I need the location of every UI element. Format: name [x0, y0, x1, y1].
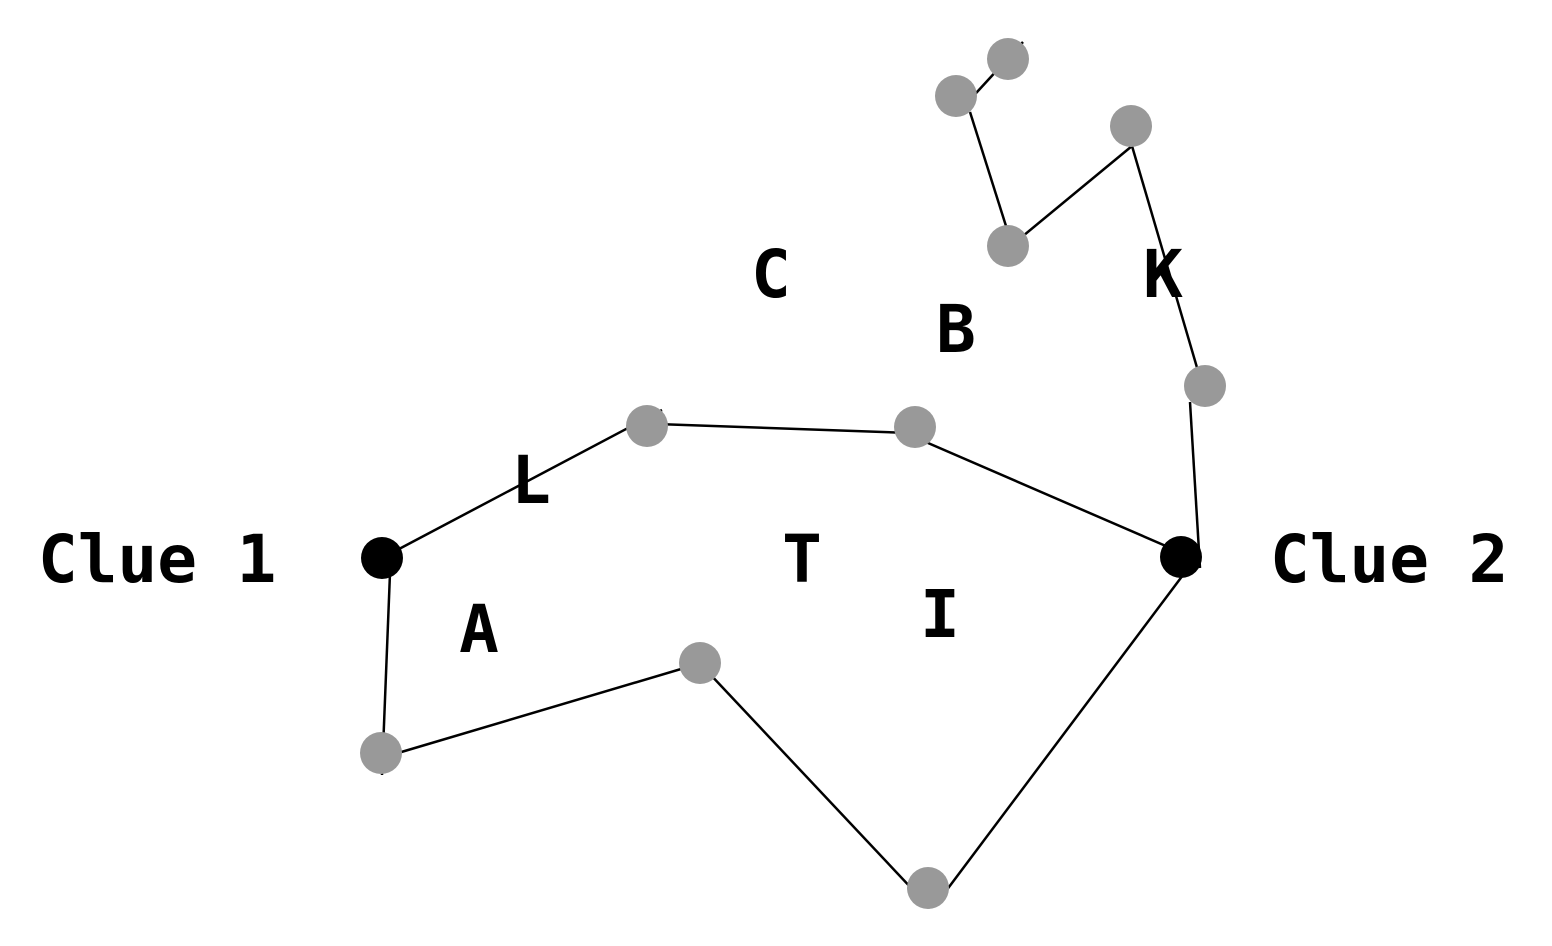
edge — [1011, 145, 1133, 246]
edge — [897, 428, 1183, 555]
letter-c: C — [751, 236, 791, 313]
edge — [1188, 401, 1202, 569]
edge — [627, 421, 911, 435]
edge — [942, 574, 1184, 896]
waypoint-node — [1184, 365, 1226, 407]
lower-path — [380, 572, 1184, 909]
edge — [381, 408, 663, 560]
edge — [707, 671, 931, 909]
letter-t: T — [782, 521, 822, 598]
letter-b: B — [936, 291, 976, 368]
clue-nodes — [361, 536, 1202, 579]
letter-k: K — [1143, 236, 1183, 313]
letter-a: A — [459, 591, 499, 668]
edge — [968, 111, 1014, 246]
waypoint-node — [987, 38, 1029, 80]
letter-i: I — [920, 576, 960, 653]
clue-1-label: Clue 1 — [38, 521, 276, 598]
clue-2-node — [1160, 536, 1202, 578]
waypoint-node — [360, 732, 402, 774]
waypoint-node — [679, 642, 721, 684]
waypoint-node — [894, 406, 936, 448]
waypoint-node — [1110, 105, 1152, 147]
clue-2-label: Clue 2 — [1270, 521, 1508, 598]
edge — [397, 656, 719, 755]
waypoint-node — [907, 867, 949, 909]
waypoint-node — [935, 75, 977, 117]
letter-l: L — [511, 442, 551, 519]
waypoint-node — [987, 225, 1029, 267]
clue-1-node — [361, 537, 403, 579]
upper-path — [381, 408, 1183, 560]
edge — [1130, 145, 1205, 389]
waypoint-nodes — [360, 38, 1226, 909]
waypoint-node — [626, 405, 668, 447]
